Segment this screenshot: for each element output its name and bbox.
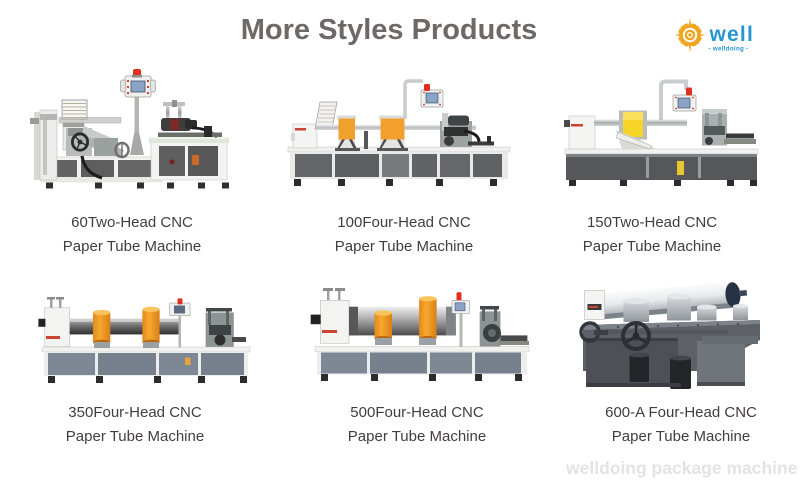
svg-text:well: well (709, 23, 754, 46)
svg-text:- welldoing -: - welldoing - (709, 46, 749, 53)
